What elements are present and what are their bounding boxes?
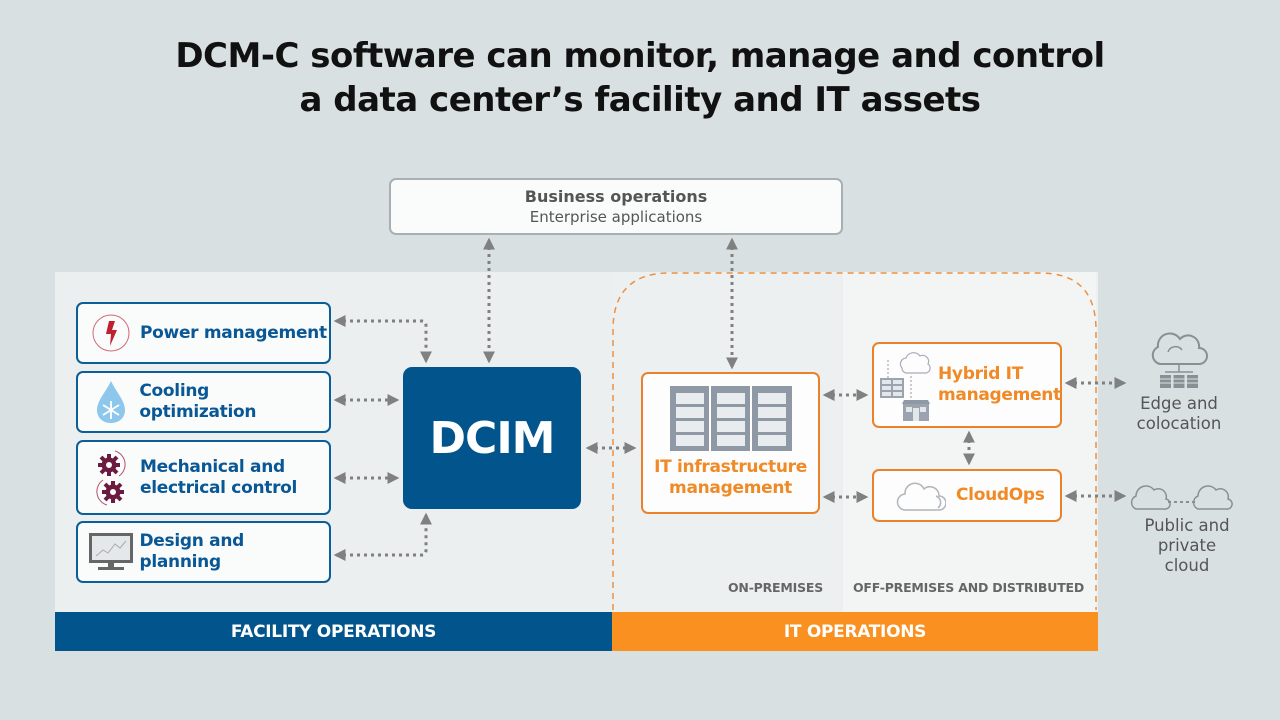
edge-colocation-label: Edge and colocation: [1136, 394, 1222, 433]
facility-operations-bar: FACILITY OPERATIONS: [55, 612, 612, 651]
business-operations-box: Business operations Enterprise applicati…: [389, 178, 843, 235]
mechanical-electrical-control-box: Mechanical and electrical control: [76, 440, 331, 515]
hybrid-it-management-label: Hybrid IT management: [938, 364, 1061, 405]
cloud-icon: [896, 480, 947, 512]
off-premises-panel: [842, 272, 1096, 612]
cooling-optimization-label: Cooling optimization: [139, 381, 257, 422]
server-rack-icon: [669, 386, 792, 451]
it-infrastructure-management-label: IT infrastructure management: [654, 457, 807, 498]
power-management-label: Power management: [140, 322, 327, 343]
cloudops-label: CloudOps: [956, 485, 1045, 505]
it-infrastructure-management-box: IT infrastructure management: [641, 372, 820, 514]
dcim-box: DCIM: [403, 367, 581, 509]
water-drop-snowflake-icon: [86, 379, 135, 425]
linked-clouds-icon: [1128, 480, 1236, 512]
on-premises-label: ON-PREMISES: [728, 580, 824, 595]
diagram-title: DCM-C software can monitor, manage and c…: [0, 34, 1280, 122]
dcim-label: DCIM: [429, 412, 556, 464]
cloudops-box: CloudOps: [872, 469, 1062, 522]
mechanical-electrical-control-label: Mechanical and electrical control: [140, 456, 298, 498]
lightning-bolt-icon: [86, 313, 136, 353]
gears-icon: [86, 448, 136, 508]
hybrid-it-management-box: Hybrid IT management: [872, 342, 1062, 428]
business-operations-heading: Business operations: [524, 187, 708, 206]
design-planning-label: Design and planning: [139, 531, 245, 572]
it-operations-label: IT OPERATIONS: [783, 621, 927, 642]
off-premises-label: OFF-PREMISES AND DISTRIBUTED: [853, 580, 1085, 595]
monitor-chart-icon: [86, 532, 135, 572]
it-operations-bar: IT OPERATIONS: [612, 612, 1098, 651]
facility-operations-label: FACILITY OPERATIONS: [230, 621, 437, 642]
hybrid-cloud-server-icon: [878, 348, 934, 422]
enterprise-applications-label: Enterprise applications: [529, 208, 703, 226]
public-private-cloud-label: Public and private cloud: [1144, 516, 1230, 575]
cloud-network-icon: [1148, 330, 1210, 390]
power-management-box: Power management: [76, 302, 331, 364]
cooling-optimization-box: Cooling optimization: [76, 371, 331, 433]
design-planning-box: Design and planning: [76, 521, 331, 583]
title-line-2: a data center’s facility and IT assets: [299, 80, 981, 120]
title-line-1: DCM-C software can monitor, manage and c…: [175, 36, 1105, 76]
